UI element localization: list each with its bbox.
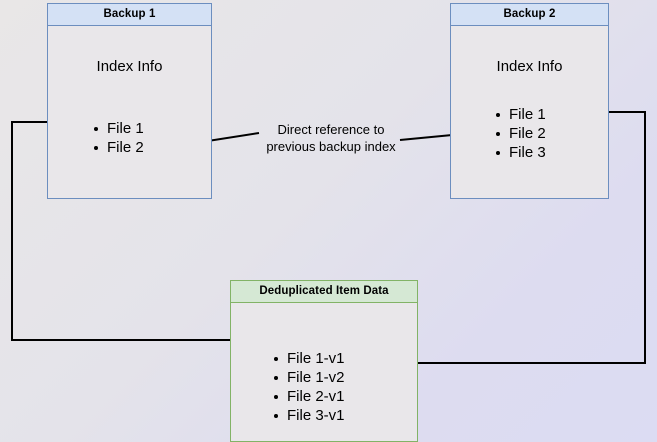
list-item: File 2-v1 (273, 387, 345, 406)
list-item: File 1-v2 (273, 368, 345, 387)
list-item: File 3 (495, 143, 546, 162)
node-backup-1[interactable]: Backup 1 Index Info File 1 File 2 (47, 3, 212, 199)
list-item: File 1 (495, 105, 546, 124)
list-item: File 2 (495, 124, 546, 143)
node-backup-1-body: Index Info File 1 File 2 (48, 26, 211, 198)
list-item: File 1-v1 (273, 349, 345, 368)
node-backup-1-header: Backup 1 (48, 4, 211, 26)
list-item: File 1 (93, 119, 144, 138)
node-deduplicated-item-data-header: Deduplicated Item Data (231, 281, 417, 303)
node-backup-2-file-list: File 1 File 2 File 3 (495, 105, 546, 162)
node-deduplicated-item-data-body: File 1-v1 File 1-v2 File 2-v1 File 3-v1 (231, 303, 417, 441)
list-item: File 3-v1 (273, 406, 345, 425)
node-backup-2[interactable]: Backup 2 Index Info File 1 File 2 File 3 (450, 3, 609, 199)
node-backup-2-body: Index Info File 1 File 2 File 3 (451, 26, 608, 198)
node-backup-1-file-list: File 1 File 2 (93, 119, 144, 157)
node-deduplicated-item-data[interactable]: Deduplicated Item Data File 1-v1 File 1-… (230, 280, 418, 442)
list-item: File 2 (93, 138, 144, 157)
edge-label-direct-reference: Direct reference to previous backup inde… (266, 122, 396, 154)
node-backup-1-subtitle: Index Info (96, 58, 163, 75)
node-backup-2-subtitle: Index Info (496, 58, 563, 75)
node-deduplicated-item-data-file-list: File 1-v1 File 1-v2 File 2-v1 File 3-v1 (273, 349, 345, 425)
node-backup-2-header: Backup 2 (451, 4, 608, 26)
